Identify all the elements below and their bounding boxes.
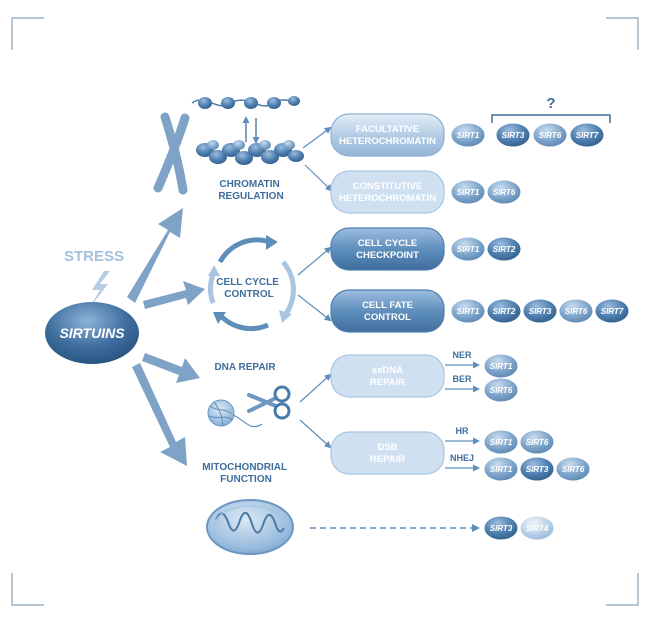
sirt-badge-label: SIRT3 <box>490 524 513 533</box>
repair-path-ner: NER <box>452 350 472 360</box>
sirtuins-label: SIRTUINS <box>59 325 125 341</box>
repair-path-nhej: NHEJ <box>450 453 474 463</box>
sirt-badge-sirt1: SIRT1 <box>450 122 486 148</box>
arrow-to-dnarepair <box>142 353 200 383</box>
sirt-badge-label: SIRT6 <box>493 188 516 197</box>
sirt-badge-label: SIRT1 <box>490 362 513 371</box>
sirt-badge-label: SIRT6 <box>490 386 513 395</box>
sirt-badge-label: SIRT6 <box>526 438 549 447</box>
sirt-badge-sirt3: SIRT3 <box>483 515 519 541</box>
process-arrows <box>297 126 480 472</box>
sirt-badge-label: SIRT3 <box>529 307 552 316</box>
repair-path-ber: BER <box>452 374 472 384</box>
sirt-badge-label: SIRT2 <box>493 307 516 316</box>
stress-label: STRESS <box>64 248 124 265</box>
sirt-badge-sirt2: SIRT2 <box>486 236 522 262</box>
sirt-badge-label: SIRT1 <box>457 307 480 316</box>
repair-path-hr: HR <box>456 426 469 436</box>
sirt-badge-label: SIRT1 <box>457 245 480 254</box>
open-chromatin-icon <box>191 96 301 109</box>
unknown-bracket: ? <box>491 95 611 123</box>
sirt-badge-sirt1: SIRT1 <box>483 353 519 379</box>
sirt-badge-label: SIRT7 <box>576 131 599 140</box>
sirt-badge-sirt1: SIRT1 <box>450 298 486 324</box>
corner-marks <box>11 17 639 606</box>
cell-cycle-icon <box>208 235 296 332</box>
sirtuins-ellipse <box>45 302 139 364</box>
compact-chromatin-icon <box>196 140 304 165</box>
sirt-badge-label: SIRT6 <box>565 307 588 316</box>
question-mark: ? <box>546 95 555 112</box>
sirt-badge-sirt6: SIRT6 <box>486 179 522 205</box>
yarn-ball-icon <box>207 399 263 428</box>
sirt-badge-label: SIRT6 <box>539 131 562 140</box>
exchange-arrows-icon <box>242 116 260 144</box>
sirt-badge-sirt4: SIRT4 <box>519 515 555 541</box>
sirt-badge-sirt3: SIRT3 <box>519 456 555 482</box>
sirt-badge-label: SIRT3 <box>526 465 549 474</box>
sirt-badge-label: SIRT1 <box>490 438 513 447</box>
sirt-badge-label: SIRT1 <box>457 131 480 140</box>
main-arrows <box>127 208 205 466</box>
sirt-badge-label: SIRT4 <box>526 524 549 533</box>
sirt-badge-sirt7: SIRT7 <box>594 298 630 324</box>
sirt-badge-label: SIRT3 <box>502 131 525 140</box>
sirt-badge-label: SIRT1 <box>490 465 513 474</box>
mito-label: MITOCHONDRIAL FUNCTION <box>202 462 289 485</box>
sirt-badge-sirt1: SIRT1 <box>450 179 486 205</box>
dna-repair-label: DNA REPAIR <box>214 362 276 373</box>
arrow-to-chromatin <box>127 208 183 303</box>
sirt-badge-sirt1: SIRT1 <box>483 429 519 455</box>
repair-path-labels: NER BER HR NHEJ <box>450 350 474 463</box>
sirt-badge-sirt3: SIRT3 <box>495 122 531 148</box>
arrow-to-cellcycle <box>143 281 205 309</box>
arrow-to-mito <box>132 363 187 466</box>
sirt-badge-sirt3: SIRT3 <box>522 298 558 324</box>
sirt-badge-sirt6: SIRT6 <box>483 377 519 403</box>
sirt-badge-sirt6: SIRT6 <box>558 298 594 324</box>
sirt-badge-sirt6: SIRT6 <box>519 429 555 455</box>
chromosome-icon <box>153 112 190 195</box>
sirt-badge-sirt1: SIRT1 <box>450 236 486 262</box>
scissors-icon <box>247 385 291 420</box>
sirt-badge-sirt6: SIRT6 <box>532 122 568 148</box>
sirt-badge-sirt1: SIRT1 <box>483 456 519 482</box>
sirt-badge-label: SIRT2 <box>493 245 516 254</box>
sirt-badge-label: SIRT6 <box>562 465 585 474</box>
mitochondrion-icon <box>206 499 294 555</box>
chromatin-label: CHROMATIN REGULATION <box>218 179 283 202</box>
sirt-badge-label: SIRT7 <box>601 307 624 316</box>
sirt-badge-sirt7: SIRT7 <box>569 122 605 148</box>
sirt-badge-sirt6: SIRT6 <box>555 456 591 482</box>
cell-cycle-label: CELL CYCLE CONTROL <box>216 277 281 300</box>
sirt-badge-label: SIRT1 <box>457 188 480 197</box>
sirt-badge-sirt2: SIRT2 <box>486 298 522 324</box>
